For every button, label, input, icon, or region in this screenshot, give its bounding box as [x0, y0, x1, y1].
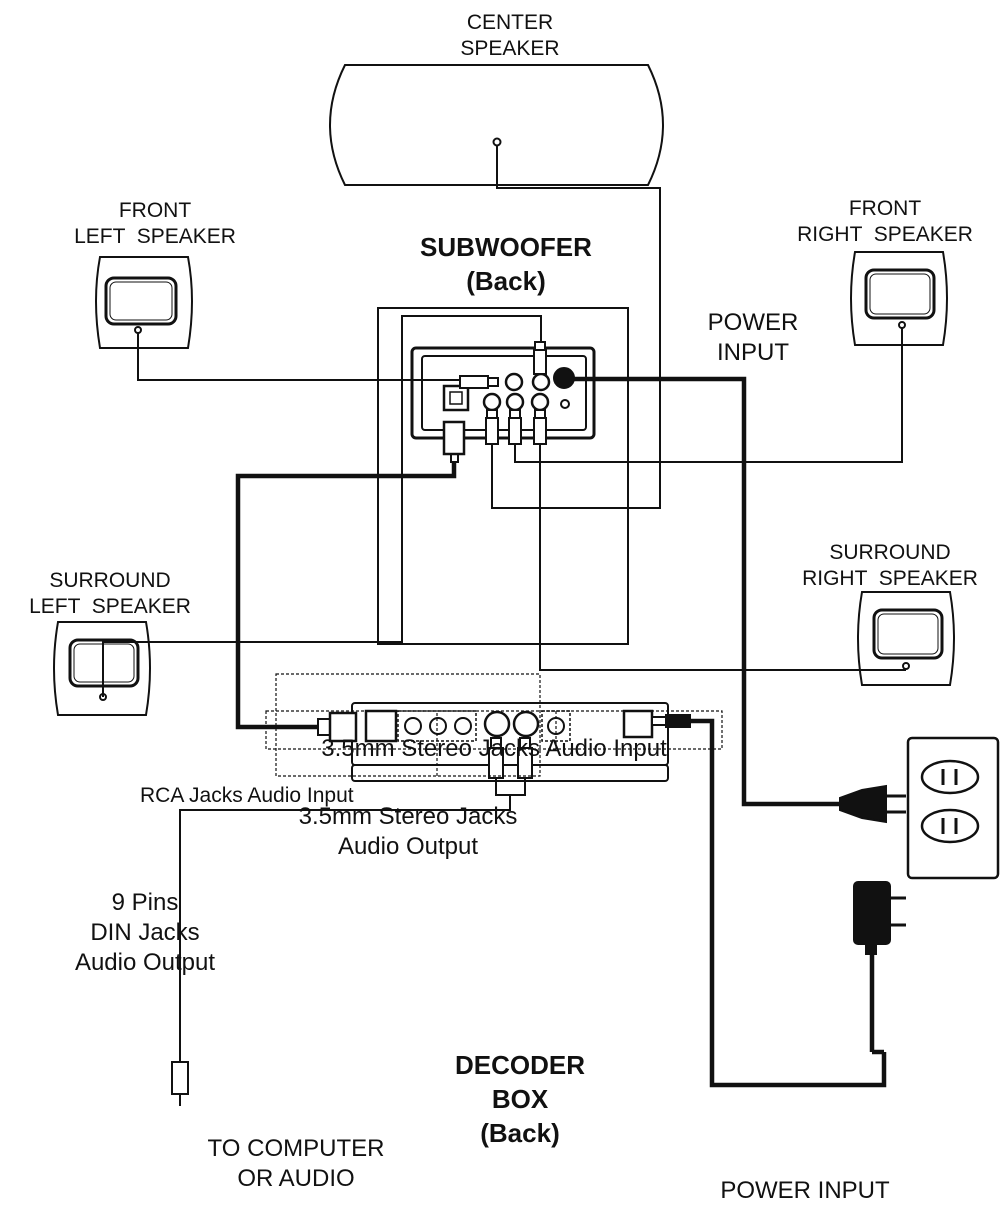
surround-right-speaker-label: SURROUND RIGHT SPEAKER [802, 541, 978, 590]
decoder-box-label: DECODER BOX (Back) [454, 1050, 585, 1148]
subwoofer-label: SUBWOOFER (Back) [420, 232, 592, 296]
wall-outlet [906, 736, 1000, 880]
rca-input-label: RCA Jacks Audio Input [140, 784, 354, 807]
surround-left-speaker-label: SURROUND LEFT SPEAKER [29, 569, 191, 618]
front-left-speaker-label: FRONT LEFT SPEAKER [74, 199, 236, 248]
din-output-label: 9 Pins DIN Jacks Audio Output [74, 889, 216, 976]
to-computer-label: TO COMPUTER OR AUDIO [207, 1135, 385, 1192]
power-adapter [853, 881, 906, 1055]
front-right-speaker-label: FRONT RIGHT SPEAKER [797, 197, 973, 246]
stereo-output-label: 3.5mm Stereo Jacks Audio Output [298, 803, 518, 860]
surround-right-speaker [857, 591, 955, 686]
speaker-wires [102, 146, 906, 697]
front-left-speaker [95, 256, 193, 349]
center-speaker [329, 64, 664, 186]
ac-plug [839, 784, 906, 824]
front-right-speaker [850, 251, 948, 346]
thick-cables [235, 376, 887, 1088]
rca-input-cable [171, 778, 526, 1106]
power-input-bottom-label: POWER INPUT [720, 1177, 890, 1204]
stereo-input-label: 3.5mm Stereo Jacks Audio Input [321, 735, 667, 762]
power-input-top-label: POWER INPUT [707, 309, 799, 366]
center-speaker-label: CENTER SPEAKER [460, 11, 560, 60]
label-frames [265, 673, 723, 777]
